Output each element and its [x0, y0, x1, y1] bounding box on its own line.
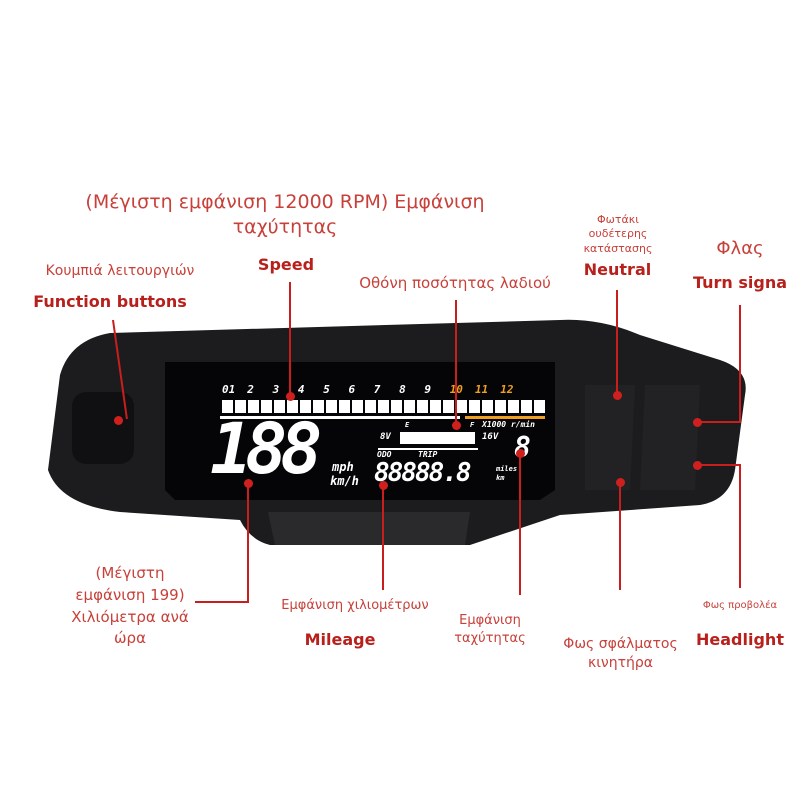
engine-fault-label: Φως σφάλματος κινητήρα — [563, 636, 678, 671]
oil-display-label: Οθόνη ποσότητας λαδιού — [359, 274, 551, 292]
rpm-segment — [391, 400, 402, 413]
gear-display-label: Εμφάνιση ταχύτητας — [454, 613, 526, 646]
speed-unit-kmh: km/h — [330, 474, 359, 488]
rpm-segment — [235, 400, 246, 413]
rpm-segment — [261, 400, 272, 413]
neutral-label-gr: Φωτάκι ουδέτερης κατάστασης — [583, 213, 653, 255]
neutral-label: Neutral — [583, 260, 652, 279]
function-buttons-label-gr: Κουμπιά λειτουργιών — [45, 263, 195, 279]
rpm-segment — [508, 400, 519, 413]
rpm-tick-label: 12 — [500, 383, 514, 396]
headlight-label: Headlight — [696, 630, 784, 649]
rpm-segment — [495, 400, 506, 413]
rpm-tick-label: 2 — [247, 383, 254, 396]
voltage-high: 16V — [482, 432, 499, 442]
rpm-segment — [326, 400, 337, 413]
rpm-segment — [534, 400, 545, 413]
gear-readout: 8 — [514, 431, 531, 464]
speed-readout: 188 — [210, 408, 322, 490]
rpm-segment — [300, 400, 311, 413]
rpm-tick-label: 4 — [297, 383, 305, 396]
fuel-full: F — [470, 421, 475, 429]
rpm-unit: X1000 r/min — [482, 420, 535, 429]
dist-unit-km: km — [496, 474, 505, 482]
rpm-tick-label: 7 — [373, 383, 381, 396]
speed-label: Speed — [257, 255, 315, 274]
rpm-tick-label: 5 — [323, 383, 330, 396]
rpm-segment — [222, 400, 233, 413]
rpm-segment — [456, 400, 467, 413]
rpm-segment — [274, 400, 285, 413]
headlight-label-gr: Φως προβολέα — [702, 600, 778, 611]
rpm-segment — [378, 400, 389, 413]
dist-unit-miles: miles — [496, 465, 518, 473]
function-buttons-label: Function buttons — [33, 292, 187, 311]
function-button — [72, 392, 134, 464]
rpm-tick-label: 6 — [348, 383, 356, 396]
mileage-label: Mileage — [304, 630, 376, 649]
rpm-tick-label: 11 — [475, 383, 489, 396]
turn-signal-label: Turn signa — [692, 273, 788, 292]
rpm-segment — [352, 400, 363, 413]
rpm-segment — [521, 400, 532, 413]
rpm-segment — [365, 400, 376, 413]
rpm-segment — [417, 400, 428, 413]
rpm-tick-label: 8 — [399, 383, 406, 396]
turn-signal-label-gr: Φλας — [716, 238, 764, 259]
max-speed-label: (Μέγιστη εμφάνιση 199) Χιλιόμετρα ανά ώρ… — [71, 564, 189, 648]
speed-unit-mph: mph — [332, 460, 354, 474]
rpm-segment — [248, 400, 259, 413]
rpm-segment — [469, 400, 480, 413]
rpm-tick-label: 01 — [222, 383, 236, 396]
rpm-segment — [313, 400, 324, 413]
fuel-empty: E — [405, 421, 410, 429]
rpm-segment — [339, 400, 350, 413]
rpm-segment — [287, 400, 298, 413]
mileage-label-gr: Εμφάνιση χιλιομέτρων — [281, 598, 429, 613]
title-label: (Μέγιστη εμφάνιση 12000 RPM) Εμφάνιση τα… — [85, 191, 485, 238]
odo-label: ODO — [377, 450, 392, 459]
rpm-segment — [404, 400, 415, 413]
voltage-low: 8V — [380, 432, 391, 442]
rpm-segment — [430, 400, 441, 413]
odometer-readout: 88888.8 — [374, 458, 472, 488]
trip-label: TRIP — [418, 450, 438, 459]
rpm-segment — [482, 400, 493, 413]
rpm-segment — [443, 400, 454, 413]
rpm-tick-label: 9 — [424, 383, 432, 396]
rpm-tick-label: 3 — [272, 383, 280, 396]
